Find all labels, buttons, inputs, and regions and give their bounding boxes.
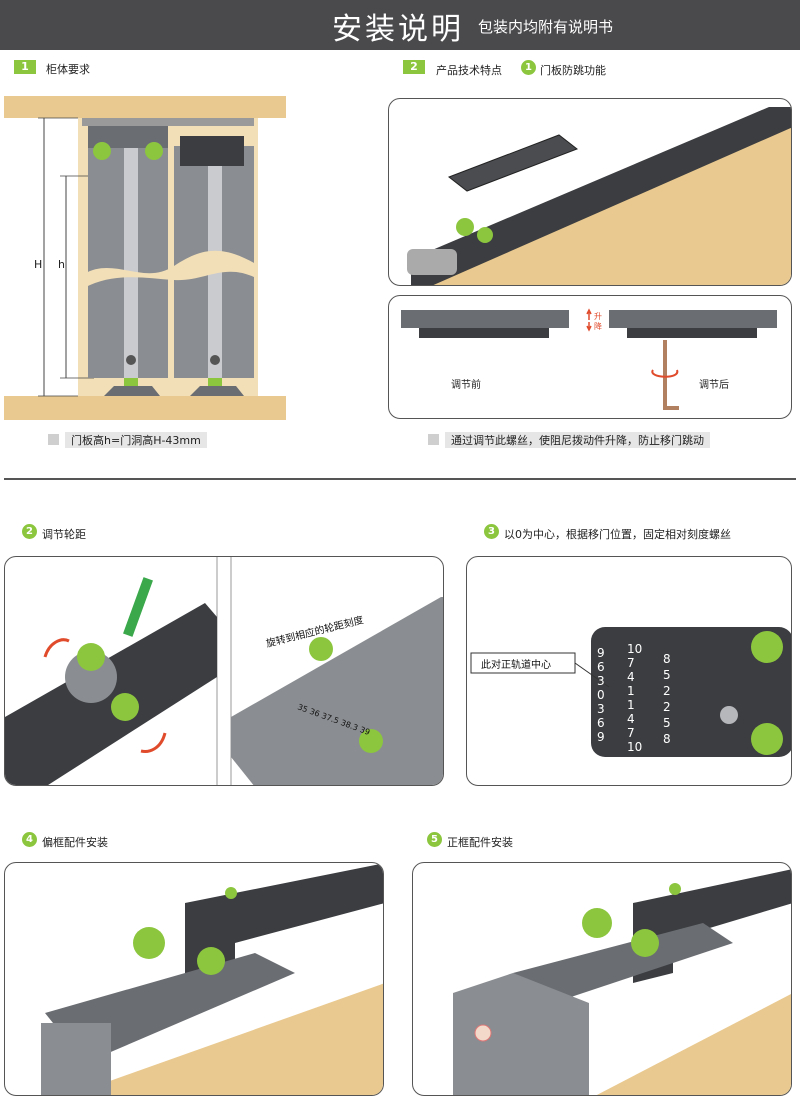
header-bar: 安装说明 包装内均附有说明书	[0, 0, 800, 50]
wheel-spacing-panel: 旋转到相应的轮距刻度 35 36 37.5 38.3 39	[4, 556, 444, 786]
svg-text:2: 2	[663, 700, 671, 714]
step3-label: 以0为中心，根据移门位置，固定相对刻度螺丝	[504, 528, 731, 541]
svg-text:8: 8	[663, 652, 671, 666]
svg-text:6: 6	[597, 660, 605, 674]
straight-frame-panel	[412, 862, 792, 1096]
section2-label: 产品技术特点	[436, 64, 502, 77]
roller-wheel-icon	[751, 723, 783, 755]
section2-number-tag: 2	[403, 60, 425, 74]
screw-icon	[720, 706, 738, 724]
roller-wheel-icon	[751, 631, 783, 663]
step2-number-badge: 2	[22, 524, 37, 539]
step4-number-badge: 4	[22, 832, 37, 847]
svg-text:7: 7	[627, 726, 635, 740]
offset-frame-diagram	[41, 863, 383, 1095]
feature-label: 门板防跳功能	[540, 64, 606, 77]
roller-wheel-icon	[582, 908, 612, 938]
svg-text:5: 5	[663, 668, 671, 682]
before-label: 调节前	[451, 378, 481, 391]
center-alignment-panel: 此对正轨道中心 9 6 3 0 3 6 9 10 7 4 1 1 4 7 10 …	[466, 556, 792, 786]
anti-jump-diagram	[407, 107, 791, 285]
svg-text:8: 8	[663, 732, 671, 746]
down-label: 降	[594, 321, 602, 331]
page-title: 安装说明	[332, 12, 464, 47]
step5-number-badge: 5	[427, 832, 442, 847]
section-divider	[4, 478, 796, 480]
roller-wheel-icon	[477, 227, 493, 243]
svg-text:0: 0	[597, 688, 605, 702]
adjustment-panel: 升 降 调节前 调节后	[388, 295, 792, 419]
step5-label: 正框配件安装	[447, 836, 513, 849]
cabinet-top-board	[4, 96, 286, 118]
center-alignment-diagram: 此对正轨道中心 9 6 3 0 3 6 9 10 7 4 1 1 4 7 10 …	[470, 627, 791, 757]
svg-text:6: 6	[597, 716, 605, 730]
wheel-spacing-diagram: 旋转到相应的轮距刻度 35 36 37.5 38.3 39	[5, 557, 443, 785]
adjustment-diagram: 升 降 调节前 调节后	[401, 308, 777, 410]
step2-label: 调节轮距	[42, 528, 86, 541]
straight-frame-diagram	[453, 869, 791, 1095]
svg-text:4: 4	[627, 670, 635, 684]
roller-wheel-icon	[111, 693, 139, 721]
after-label: 调节后	[699, 379, 729, 391]
up-label: 升	[594, 312, 602, 321]
anti-jump-panel	[388, 98, 792, 286]
rotate-arrow-icon	[651, 369, 679, 378]
center-callout: 此对正轨道中心	[481, 658, 551, 671]
roller-wheel-icon	[456, 218, 474, 236]
rotate-arrow-icon	[43, 638, 70, 658]
svg-text:1: 1	[627, 684, 635, 698]
dimension-H-label: H	[34, 258, 42, 271]
feature-number-badge: 1	[521, 60, 536, 75]
roller-wheel-icon	[631, 929, 659, 957]
step3-number-badge: 3	[484, 524, 499, 539]
page-subtitle: 包装内均附有说明书	[478, 18, 614, 36]
dimension-h-label: h	[58, 258, 65, 271]
svg-text:3: 3	[597, 674, 605, 688]
section1-number-tag: 1	[14, 60, 36, 74]
screwdriver-icon	[123, 577, 153, 637]
svg-text:9: 9	[597, 730, 605, 744]
mounting-bracket	[447, 134, 579, 192]
step4-label: 偏框配件安装	[42, 836, 108, 849]
svg-text:10: 10	[627, 642, 642, 656]
svg-text:10: 10	[627, 740, 642, 754]
svg-text:2: 2	[663, 684, 671, 698]
svg-text:1: 1	[627, 698, 635, 712]
svg-text:7: 7	[627, 656, 635, 670]
section1-label: 柜体要求	[46, 63, 90, 76]
svg-text:5: 5	[663, 716, 671, 730]
damper-rail	[411, 107, 791, 285]
rotate-arrow-icon	[140, 732, 167, 753]
svg-text:9: 9	[597, 646, 605, 660]
roller-wheel-icon	[309, 637, 333, 661]
roller-wheel-icon	[145, 142, 163, 160]
roller-wheel-icon	[77, 643, 105, 671]
section2-caption: 通过调节此螺丝，使阻尼拨动件升降，防止移门跳动	[428, 432, 710, 448]
hex-key-icon	[663, 340, 679, 410]
roller-wheel-icon	[197, 947, 225, 975]
svg-text:4: 4	[627, 712, 635, 726]
section1-caption: 门板高h=门洞高H-43mm	[48, 432, 207, 448]
svg-text:3: 3	[597, 702, 605, 716]
cabinet-bottom-board	[4, 396, 286, 420]
roller-wheel-icon	[133, 927, 165, 959]
roller-wheel-icon	[359, 729, 383, 753]
roller-wheel-icon	[93, 142, 111, 160]
cabinet-diagram: H h	[4, 96, 286, 420]
offset-frame-panel	[4, 862, 384, 1096]
